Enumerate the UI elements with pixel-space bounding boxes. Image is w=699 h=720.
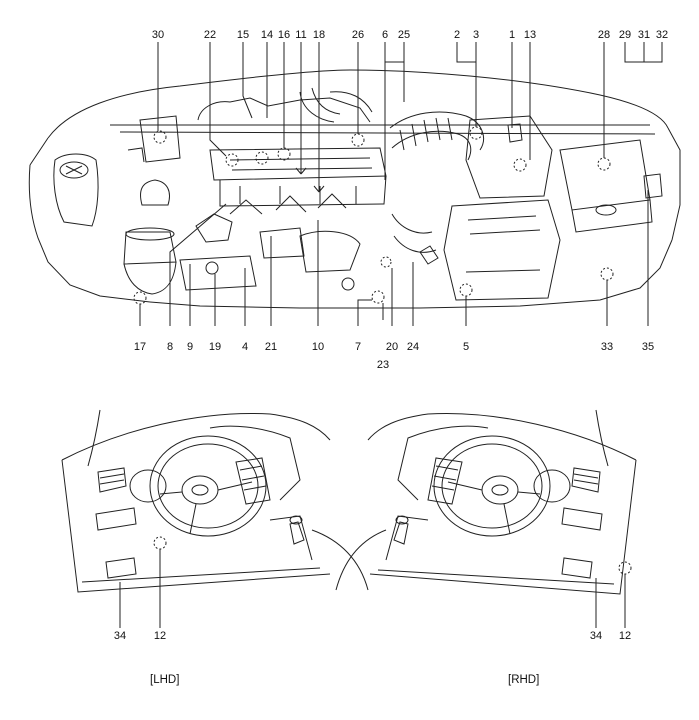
engine-callout-bot-33: 33 [601, 341, 613, 353]
lhd-dashboard-illustration [61, 409, 369, 593]
engine-callout-top-30: 30 [152, 29, 164, 41]
engine-callout-top-14: 14 [261, 29, 273, 41]
engine-callout-top-32: 32 [656, 29, 668, 41]
rhd-dashboard-illustration [335, 409, 637, 595]
engine-callout-top-26: 26 [352, 29, 364, 41]
engine-callout-top-28: 28 [598, 29, 610, 41]
engine-callout-bot-21: 21 [265, 341, 277, 353]
dashboard-leader-lines [119, 536, 632, 628]
lhd-callout-12: 12 [154, 630, 166, 642]
rhd-callout-12: 12 [619, 630, 631, 642]
engine-callout-bot-23: 23 [377, 359, 389, 371]
engine-callout-bot-4: 4 [242, 341, 248, 353]
engine-callout-bot-24: 24 [407, 341, 419, 353]
lhd-callout-34: 34 [114, 630, 126, 642]
engine-callout-bot-5: 5 [463, 341, 469, 353]
engine-callout-bot-7: 7 [355, 341, 361, 353]
engine-callout-bot-35: 35 [642, 341, 654, 353]
engine-callout-top-22: 22 [204, 29, 216, 41]
engine-callout-top-18: 18 [313, 29, 325, 41]
engine-leader-lines [139, 42, 663, 326]
lhd-caption: [LHD] [150, 674, 180, 686]
engine-callout-bot-19: 19 [209, 341, 221, 353]
engine-callout-top-13: 13 [524, 29, 536, 41]
engine-callout-top-16: 16 [278, 29, 290, 41]
rhd-caption: [RHD] [508, 674, 540, 686]
engine-callout-bot-9: 9 [187, 341, 193, 353]
engine-callout-bot-8: 8 [167, 341, 173, 353]
engine-callout-top-3: 3 [473, 29, 479, 41]
engine-callout-markers [133, 126, 614, 305]
engine-callout-top-11: 11 [295, 29, 306, 41]
engine-callout-bot-20: 20 [386, 341, 398, 353]
rhd-callout-34: 34 [590, 630, 602, 642]
engine-callout-top-6: 6 [382, 29, 388, 41]
engine-callout-bot-17: 17 [134, 341, 146, 353]
engine-callout-top-25: 25 [398, 29, 410, 41]
engine-callout-top-31: 31 [638, 29, 650, 41]
engine-callout-top-2: 2 [454, 29, 460, 41]
engine-callout-top-1: 1 [509, 29, 515, 41]
engine-callout-bot-10: 10 [312, 341, 324, 353]
engine-callout-top-29: 29 [619, 29, 631, 41]
engine-callout-top-15: 15 [237, 29, 249, 41]
engine-bay-illustration [28, 69, 681, 309]
dashboard-callout-labels: 34 12 34 12 [114, 630, 631, 642]
